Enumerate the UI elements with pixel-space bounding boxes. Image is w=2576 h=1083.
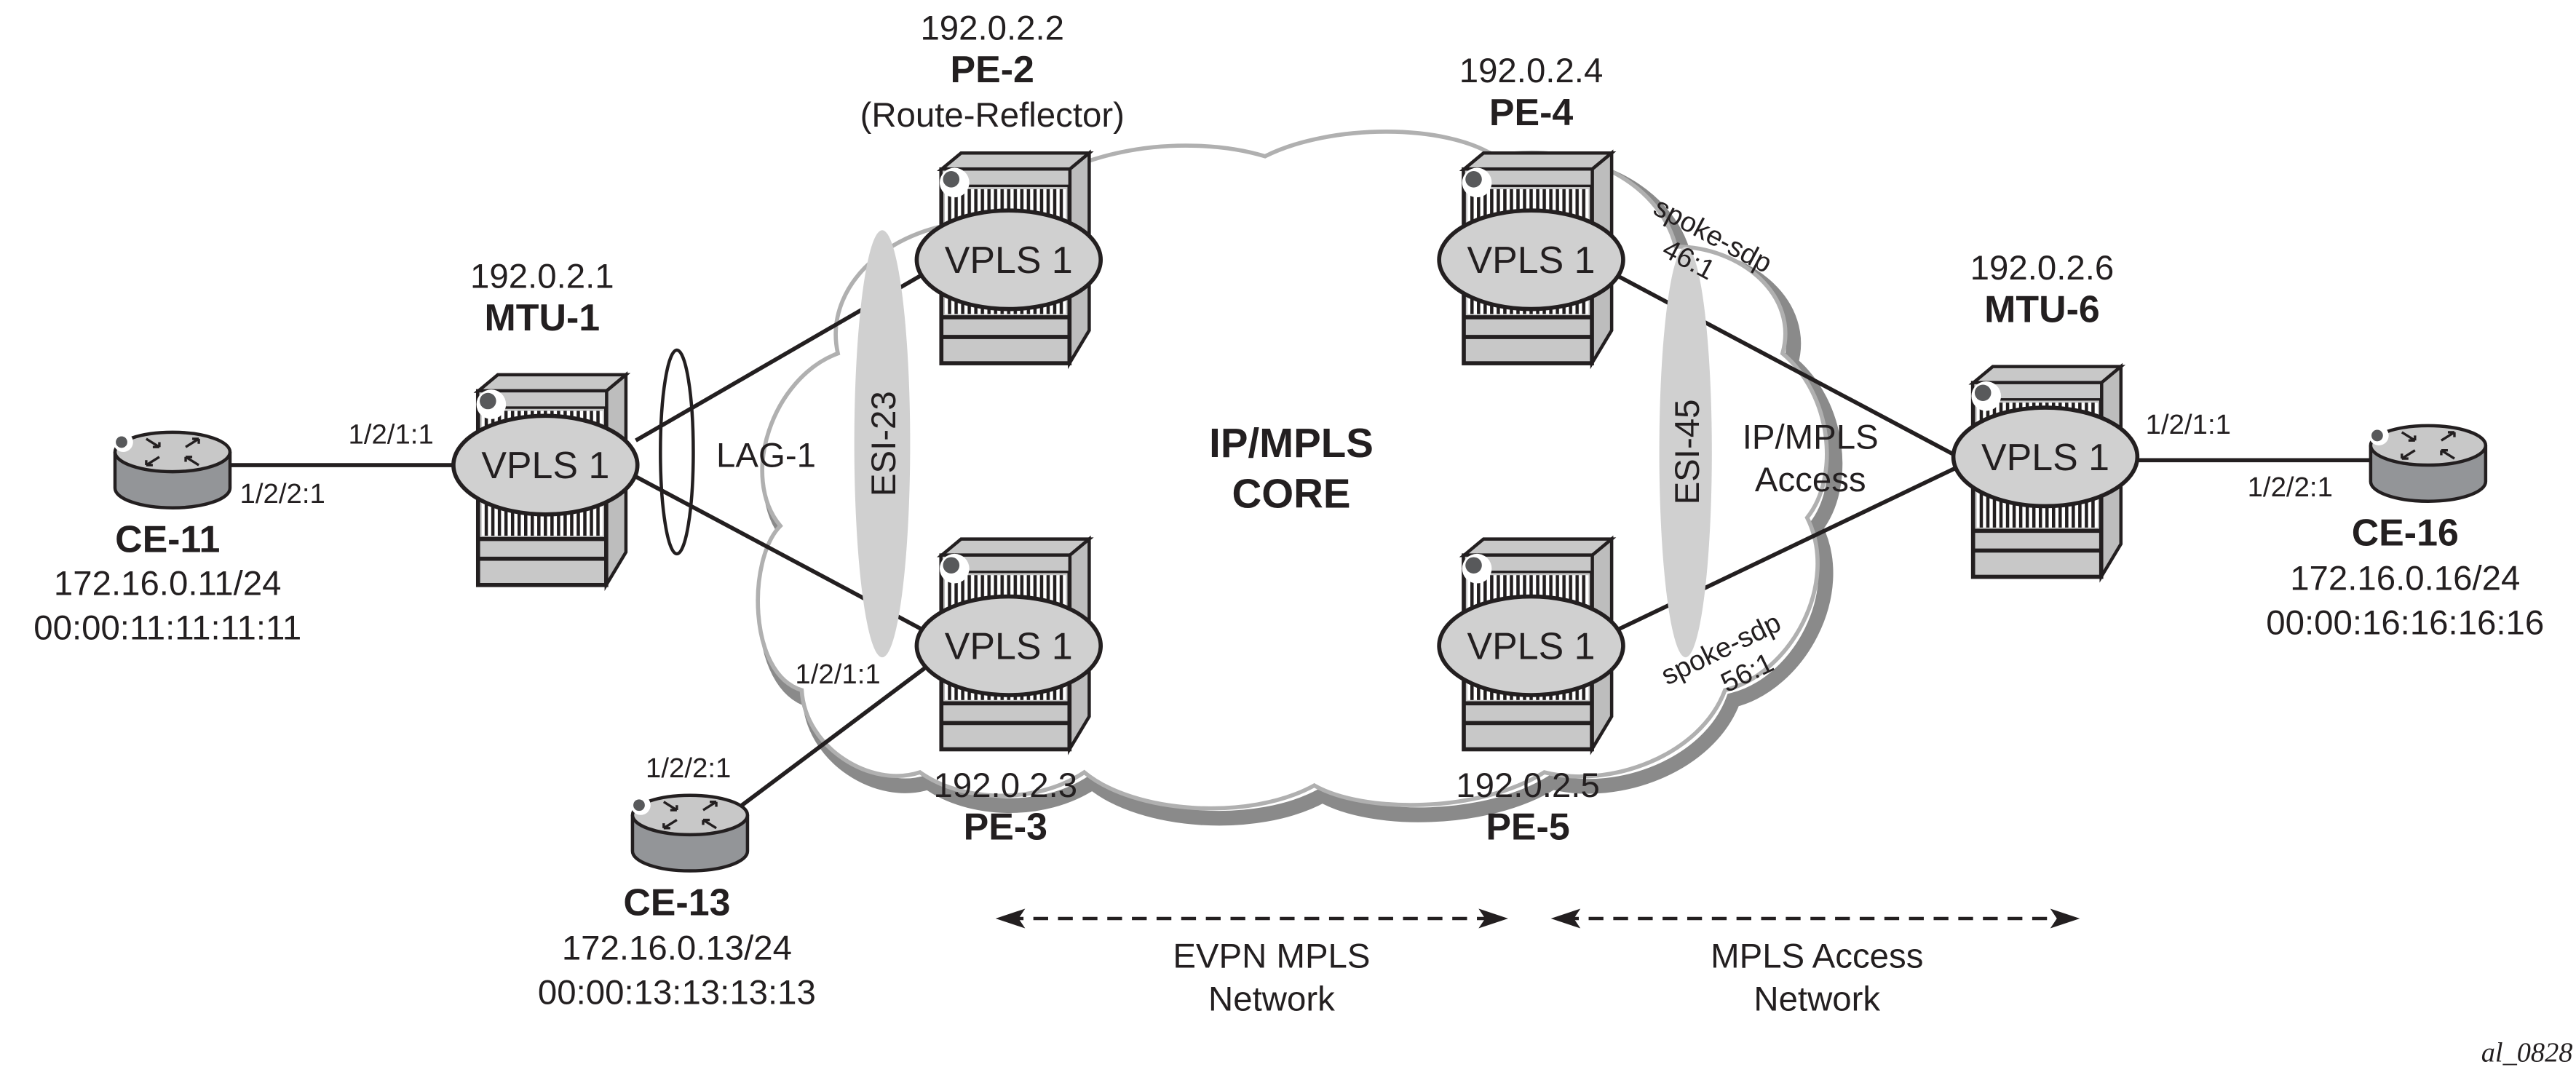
link-ce13-pe3 <box>729 664 930 815</box>
port-ce16-mtu6: 1/2/2:1 <box>2248 472 2333 503</box>
port-mtu1-ce11: 1/2/1:1 <box>348 419 433 451</box>
mtu-6-vpls[interactable]: VPLS 1 <box>1951 405 2140 509</box>
access-label-line1: IP/MPLS <box>1743 418 1879 456</box>
port-ce13-pe3: 1/2/2:1 <box>646 753 731 784</box>
port-pe3-ce13: 1/2/1:1 <box>795 659 880 690</box>
mtu-6-ip: 192.0.2.6 <box>1970 249 2115 287</box>
ce-16-name: CE-16 <box>2352 512 2459 555</box>
ce-11-mac: 00:00:11:11:11:11 <box>33 608 301 647</box>
pe-5-vpls[interactable]: VPLS 1 <box>1437 594 1625 697</box>
pe-3-vpls-label: VPLS 1 <box>945 625 1073 667</box>
ce-13-name: CE-13 <box>623 881 730 924</box>
pe-4-vpls[interactable]: VPLS 1 <box>1437 208 1625 312</box>
ce-13-mac: 00:00:13:13:13:13 <box>538 973 816 1012</box>
ce-16-ip: 172.16.0.16/24 <box>2290 560 2520 598</box>
evpn-domain-line1: EVPN MPLS <box>1173 937 1370 976</box>
pe-5-vpls-label: VPLS 1 <box>1467 625 1596 667</box>
vpls-instances: VPLS 1 VPLS 1 VPLS 1 VPLS 1 VPLS 1 VPLS … <box>451 208 2140 697</box>
pe-2-vpls[interactable]: VPLS 1 <box>914 208 1103 312</box>
figure-id: al_0828 <box>2481 1037 2573 1068</box>
evpn-domain-line2: Network <box>1208 980 1335 1018</box>
pe-3-ip: 192.0.2.3 <box>934 766 1078 805</box>
core-label-line1: IP/MPLS <box>1209 420 1374 466</box>
ce-13-router-icon[interactable] <box>631 796 748 871</box>
ce-11-router-icon[interactable] <box>114 432 230 508</box>
ce-16-router-icon[interactable] <box>2369 426 2486 501</box>
mtu-1-vpls-label: VPLS 1 <box>481 445 609 487</box>
mtu-1-ip: 192.0.2.1 <box>470 257 614 295</box>
port-ce11-mtu1: 1/2/2:1 <box>240 478 325 509</box>
ce-11-ip: 172.16.0.11/24 <box>54 564 282 603</box>
esi-45-bundle <box>1659 246 1712 658</box>
esi-45-label: ESI-45 <box>1668 400 1707 505</box>
access-domain-line2: Network <box>1753 980 1880 1018</box>
access-domain-line1: MPLS Access <box>1711 937 1923 976</box>
pe-5-name: PE-5 <box>1486 806 1569 849</box>
access-label-line2: Access <box>1755 461 1866 499</box>
domain-arrows <box>995 908 2080 929</box>
mtu-6-name: MTU-6 <box>1984 289 2100 331</box>
core-label-line2: CORE <box>1232 471 1351 517</box>
pe-3-name: PE-3 <box>964 806 1047 849</box>
pe-4-vpls-label: VPLS 1 <box>1467 239 1596 282</box>
ce-16-mac: 00:00:16:16:16:16 <box>2266 604 2544 643</box>
lag-1-bundle <box>659 348 695 556</box>
mtu-1-name: MTU-1 <box>485 297 601 339</box>
pe-4-name: PE-4 <box>1489 92 1574 134</box>
esi-23-bundle <box>854 230 911 658</box>
ce-13-ip: 172.16.0.13/24 <box>562 929 792 967</box>
lag-1-label: LAG-1 <box>716 436 816 475</box>
esi-23-label: ESI-23 <box>865 391 903 496</box>
pe-2-ip: 192.0.2.2 <box>920 9 1064 47</box>
pe-4-ip: 192.0.2.4 <box>1459 52 1604 90</box>
port-mtu6-ce16: 1/2/1:1 <box>2146 409 2231 440</box>
links <box>229 269 2374 815</box>
mtu-6-vpls-label: VPLS 1 <box>1981 437 2109 479</box>
ce-11-name: CE-11 <box>115 519 220 561</box>
pe-2-role: (Route-Reflector) <box>860 96 1125 135</box>
pe-5-ip: 192.0.2.5 <box>1456 766 1600 805</box>
pe-2-name: PE-2 <box>951 49 1034 91</box>
mtu-1-vpls[interactable]: VPLS 1 <box>451 413 640 517</box>
pe-3-vpls[interactable]: VPLS 1 <box>914 594 1103 697</box>
pe-2-vpls-label: VPLS 1 <box>945 239 1073 282</box>
